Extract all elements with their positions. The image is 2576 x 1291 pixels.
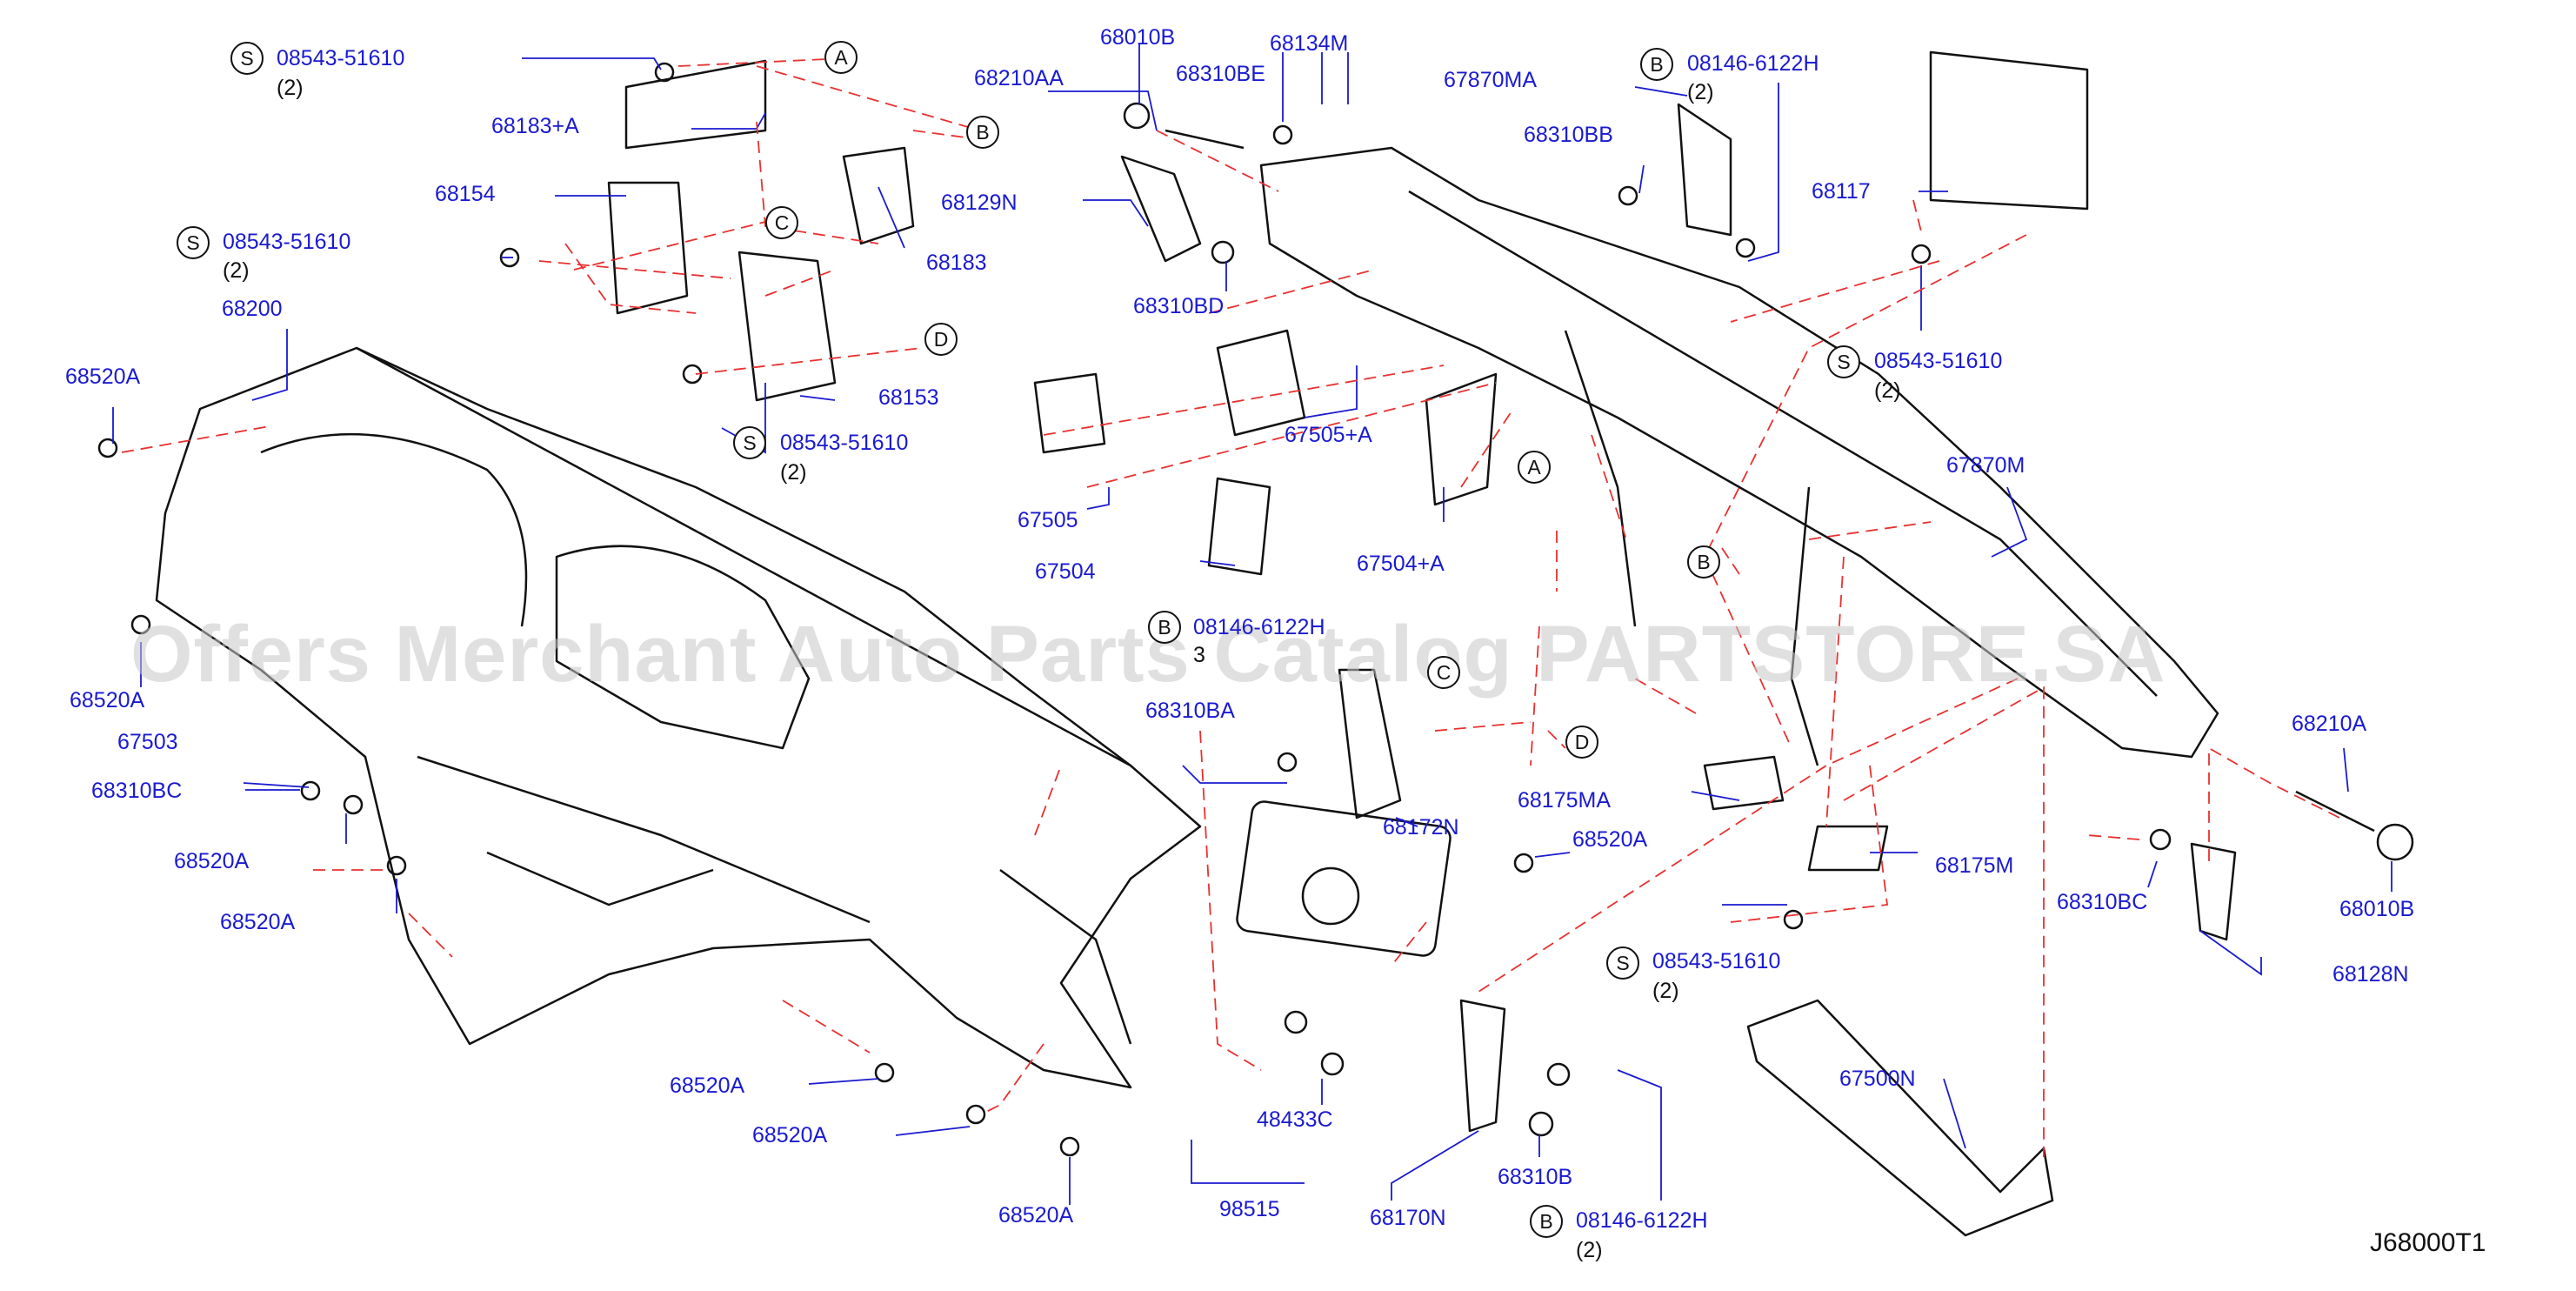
part-number[interactable]: 68170N [1370, 1206, 1446, 1230]
part-number[interactable]: 68520A [752, 1123, 828, 1147]
part-number[interactable]: 68175M [1935, 853, 2014, 878]
part-number[interactable]: 68129N [941, 191, 1018, 215]
part-number[interactable]: 68310BA [1145, 699, 1235, 723]
part-number[interactable]: 67503 [117, 730, 178, 754]
watermark: Offers Merchant Auto Parts Catalog PARTS… [130, 610, 2166, 699]
quantity: (2) [223, 258, 250, 283]
quantity: (2) [277, 76, 304, 100]
callout-s: S [177, 226, 210, 259]
part-number[interactable]: 68520A [70, 688, 145, 712]
part-number[interactable]: 67870MA [1444, 68, 1538, 92]
part-number[interactable]: 67504+A [1357, 552, 1445, 576]
callout-s: S [1606, 947, 1639, 980]
part-number[interactable]: 68310BB [1524, 123, 1613, 147]
airbag-module-98515 [1236, 800, 1452, 957]
part-number[interactable]: 68520A [174, 849, 250, 873]
part-number[interactable]: 68154 [435, 182, 496, 206]
part-number[interactable]: 67505 [1018, 508, 1078, 532]
callout-b: B [966, 116, 999, 149]
part-number[interactable]: 68183 [926, 251, 987, 275]
part-number[interactable]: 08543-51610 [223, 230, 351, 254]
quantity: (2) [1652, 979, 1679, 1003]
part-number[interactable]: 08543-51610 [780, 431, 909, 455]
part-number[interactable]: 68520A [220, 910, 296, 934]
quantity: (2) [1687, 80, 1714, 104]
part-number[interactable]: 68117 [1812, 179, 1871, 204]
quantity: 3 [1193, 643, 1205, 667]
callout-a: A [824, 41, 858, 74]
quantity: (2) [1874, 378, 1901, 403]
part-number[interactable]: 08146-6122H [1193, 615, 1325, 639]
part-number[interactable]: 08543-51610 [1874, 349, 2003, 373]
part-number[interactable]: 08543-51610 [277, 46, 405, 70]
part-number[interactable]: 68128N [2332, 962, 2409, 987]
part-number[interactable]: 68210A [2292, 712, 2367, 736]
part-number[interactable]: 08146-6122H [1576, 1208, 1708, 1233]
part-number[interactable]: 68520A [670, 1074, 745, 1098]
part-number[interactable]: 68310BD [1133, 294, 1225, 318]
callout-d: D [924, 323, 958, 356]
part-number[interactable]: 68010B [1100, 25, 1176, 50]
part-number[interactable]: 68310BC [2057, 890, 2148, 914]
callout-b: B [1530, 1205, 1563, 1238]
part-number[interactable]: 68310B [1498, 1165, 1573, 1189]
callout-c: C [765, 206, 798, 239]
steering-member-67870m [1259, 146, 2219, 759]
part-number[interactable]: 08146-6122H [1687, 51, 1819, 76]
part-number[interactable]: 68310BE [1176, 62, 1265, 86]
callout-c: C [1427, 656, 1460, 689]
part-number[interactable]: 68175MA [1518, 788, 1612, 813]
bracket-68117 [1929, 50, 2089, 211]
part-number[interactable]: 98515 [1219, 1197, 1280, 1221]
part-number[interactable]: 67504 [1035, 559, 1096, 584]
callout-s: S [1827, 345, 1860, 378]
part-number[interactable]: 68520A [65, 365, 141, 389]
part-number[interactable]: 67505+A [1285, 423, 1372, 447]
callout-s: S [230, 42, 264, 75]
callout-b: B [1687, 545, 1720, 579]
part-number[interactable]: 68010B [2339, 897, 2415, 921]
part-number[interactable]: 68153 [878, 385, 939, 410]
callout-d: D [1565, 726, 1598, 759]
part-number[interactable]: 67500N [1839, 1067, 1916, 1091]
part-number[interactable]: 48433C [1257, 1107, 1333, 1132]
callout-s: S [733, 426, 766, 459]
part-number[interactable]: 68172N [1383, 815, 1459, 839]
part-number[interactable]: 68520A [1572, 827, 1648, 852]
part-number[interactable]: 68134M [1270, 31, 1349, 56]
instrument-panel-68200 [155, 346, 1202, 1089]
part-number[interactable]: 68310BC [91, 779, 183, 803]
callout-b: B [1640, 48, 1673, 81]
lower-stay-67500n [1746, 999, 2054, 1237]
quantity: (2) [780, 460, 807, 485]
part-number[interactable]: 08543-51610 [1652, 949, 1781, 973]
diagram-code: J68000T1 [2370, 1228, 2486, 1257]
part-number[interactable]: 68520A [998, 1203, 1074, 1227]
quantity: (2) [1576, 1238, 1603, 1262]
callout-b: B [1148, 611, 1181, 644]
part-number[interactable]: 68210AA [974, 66, 1064, 90]
part-number[interactable]: 68200 [222, 297, 283, 321]
part-number[interactable]: 67870M [1946, 453, 2025, 478]
part-number[interactable]: 68183+A [491, 114, 579, 138]
callout-a: A [1518, 451, 1551, 484]
